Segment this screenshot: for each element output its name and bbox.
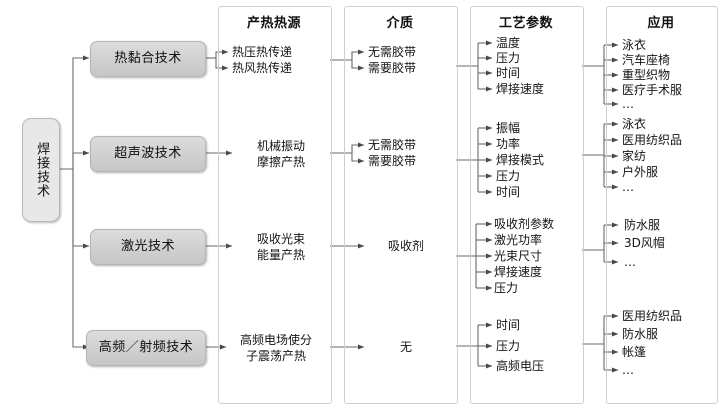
column-frame-process-parameters: [470, 6, 584, 404]
leaf-application[interactable]: 户外服: [622, 165, 659, 179]
leaf-heat-source[interactable]: 摩擦产热: [256, 155, 305, 169]
leaf-application[interactable]: 医用纺织品: [622, 133, 683, 147]
leaf-application[interactable]: 家纺: [622, 149, 647, 163]
leaf-process-parameter[interactable]: 压力: [496, 339, 521, 353]
leaf-application[interactable]: 3D风帽: [624, 236, 665, 250]
leaf-process-parameter[interactable]: 高频电压: [496, 359, 545, 373]
leaf-heat-source[interactable]: 高频电场使分: [239, 333, 312, 347]
tech-box-label: 激光技术: [120, 238, 175, 254]
leaf-medium[interactable]: 无需胶带: [368, 138, 417, 152]
leaf-process-parameter[interactable]: 光束尺寸: [494, 249, 543, 263]
leaf-process-parameter[interactable]: 吸收剂参数: [494, 217, 555, 231]
leaf-medium[interactable]: 无: [399, 340, 412, 354]
tech-box-label: 热黏合技术: [114, 50, 182, 66]
root-node-label: 焊接技术: [34, 142, 50, 198]
column-title-medium: 介质: [386, 16, 414, 31]
tech-box-thermal-bonding[interactable]: 热黏合技术: [90, 41, 206, 77]
leaf-process-parameter[interactable]: 激光功率: [494, 233, 543, 247]
leaf-process-parameter[interactable]: 焊接模式: [496, 153, 545, 167]
leaf-application[interactable]: 汽车座椅: [622, 53, 671, 67]
column-title-heat-source: 产热热源: [246, 16, 301, 31]
leaf-process-parameter[interactable]: 压力: [496, 51, 521, 65]
leaf-medium[interactable]: 无需胶带: [368, 45, 417, 59]
leaf-process-parameter[interactable]: 焊接速度: [494, 265, 543, 279]
leaf-application[interactable]: 医用纺织品: [622, 309, 683, 323]
column-frame-application: [606, 6, 718, 404]
leaf-application[interactable]: 医疗手术服: [622, 83, 683, 97]
leaf-application[interactable]: 泳衣: [622, 38, 647, 52]
leaf-heat-source[interactable]: 子震荡产热: [245, 349, 306, 363]
leaf-process-parameter[interactable]: 焊接速度: [496, 82, 545, 96]
leaf-application[interactable]: 防水服: [624, 218, 661, 232]
leaf-heat-source[interactable]: 能量产热: [256, 248, 305, 262]
leaf-process-parameter[interactable]: 时间: [496, 318, 521, 332]
tech-box-high-frequency-rf[interactable]: 高频／射频技术: [86, 330, 206, 366]
leaf-process-parameter[interactable]: 时间: [496, 185, 521, 199]
leaf-heat-source[interactable]: 吸收光束: [256, 232, 305, 246]
tech-box-label: 超声波技术: [114, 145, 182, 161]
leaf-process-parameter[interactable]: 压力: [496, 169, 521, 183]
leaf-application-ellipsis: …: [624, 255, 637, 269]
leaf-application[interactable]: 重型织物: [622, 68, 671, 82]
leaf-process-parameter[interactable]: 压力: [494, 281, 519, 295]
leaf-medium[interactable]: 需要胶带: [368, 61, 417, 75]
leaf-medium[interactable]: 需要胶带: [368, 154, 417, 168]
leaf-process-parameter[interactable]: 振幅: [496, 121, 521, 135]
leaf-heat-source[interactable]: 热压热传递: [232, 45, 293, 59]
column-frame-medium: [344, 6, 458, 404]
column-frame-heat-source: [218, 6, 332, 404]
leaf-heat-source[interactable]: 机械振动: [256, 139, 305, 153]
column-title-application: 应用: [647, 16, 675, 31]
leaf-medium[interactable]: 吸收剂: [387, 239, 424, 253]
leaf-process-parameter[interactable]: 温度: [496, 36, 521, 50]
tech-box-label: 高频／射频技术: [98, 339, 194, 355]
leaf-application-ellipsis: …: [622, 97, 635, 111]
leaf-process-parameter[interactable]: 时间: [496, 66, 521, 80]
tech-box-ultrasonic[interactable]: 超声波技术: [90, 136, 206, 172]
tech-box-laser[interactable]: 激光技术: [90, 229, 206, 265]
leaf-heat-source[interactable]: 热风热传递: [232, 61, 293, 75]
leaf-application[interactable]: 帐篷: [622, 345, 647, 359]
leaf-application-ellipsis: …: [622, 363, 635, 377]
leaf-application[interactable]: 防水服: [622, 327, 659, 341]
leaf-process-parameter[interactable]: 功率: [496, 137, 521, 151]
leaf-application[interactable]: 泳衣: [622, 117, 647, 131]
leaf-application-ellipsis: …: [622, 180, 635, 194]
column-title-process-parameters: 工艺参数: [498, 16, 553, 31]
root-node-welding-technology[interactable]: 焊接技术: [22, 118, 60, 222]
